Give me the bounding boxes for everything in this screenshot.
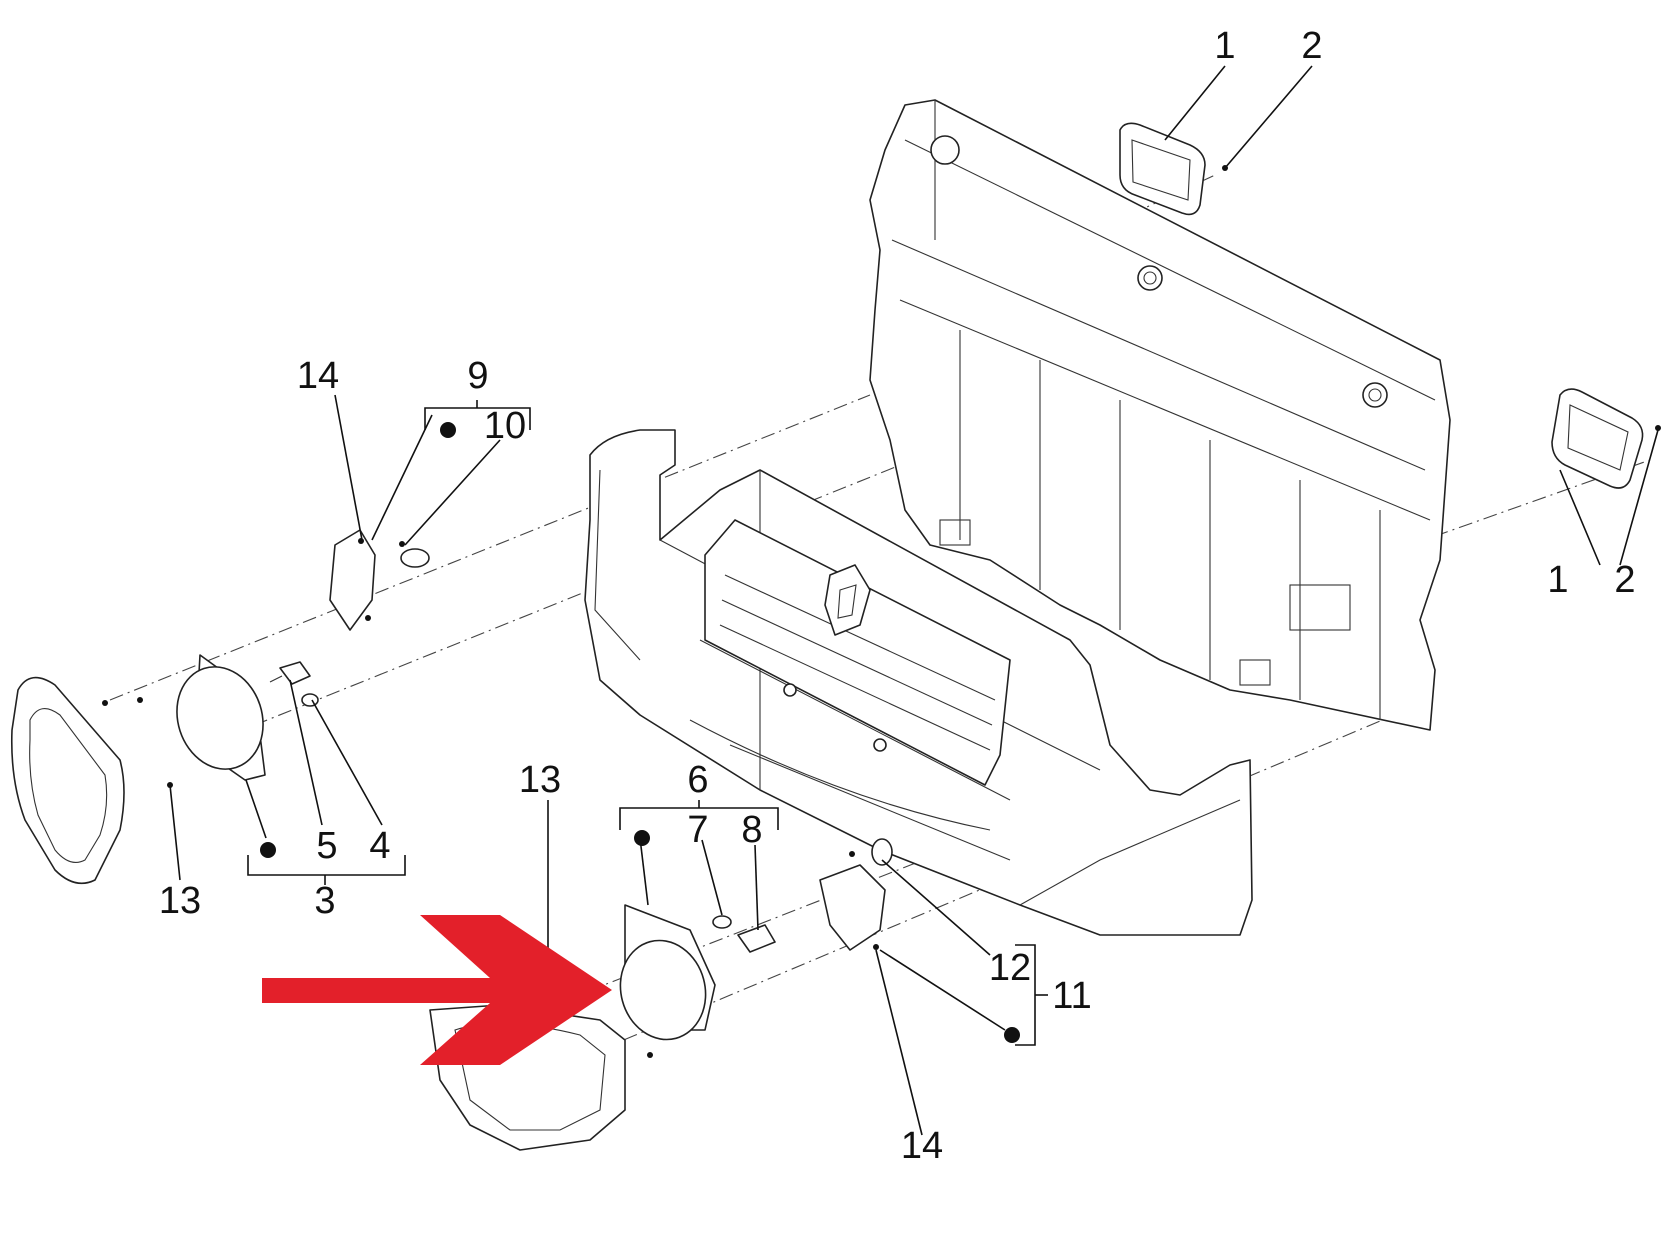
bulb-part-5 bbox=[269, 661, 311, 685]
callout-4: 4 bbox=[369, 825, 390, 867]
callout-12: 12 bbox=[989, 947, 1031, 989]
callout-3: 3 bbox=[314, 880, 335, 922]
left-headlamp-part-3 bbox=[102, 654, 266, 788]
highlight-arrow bbox=[262, 915, 612, 1065]
bulb-part-12 bbox=[871, 838, 893, 866]
callout-2-right: 2 bbox=[1614, 559, 1635, 601]
bulb-part-4 bbox=[301, 693, 319, 707]
callout-1-top: 1 bbox=[1214, 25, 1235, 67]
bulb-part-10 bbox=[399, 541, 430, 568]
callout-11: 11 bbox=[1052, 975, 1091, 1017]
grommet-part-1-top bbox=[1119, 122, 1228, 216]
callout-5: 5 bbox=[316, 825, 337, 867]
left-headlamp-bezel bbox=[10, 676, 125, 885]
bulb-part-7 bbox=[712, 915, 732, 929]
front-panel-frame bbox=[869, 99, 1451, 731]
callout-14-left: 14 bbox=[297, 355, 339, 397]
fog-lamp-part-6 bbox=[619, 904, 716, 1041]
callout-9: 9 bbox=[467, 355, 488, 397]
callout-13-right: 13 bbox=[519, 759, 561, 801]
side-marker-lamp-part-9 bbox=[329, 529, 376, 631]
grommet-part-1-right bbox=[1551, 388, 1661, 489]
callout-6: 6 bbox=[687, 759, 708, 801]
callout-1-right: 1 bbox=[1547, 559, 1568, 601]
callout-7: 7 bbox=[687, 809, 708, 851]
callout-13-left: 13 bbox=[159, 880, 201, 922]
leader-lines bbox=[169, 65, 1659, 1136]
grouping-brackets bbox=[247, 400, 1048, 1046]
callout-14-right: 14 bbox=[901, 1125, 943, 1167]
radiator-grille bbox=[704, 519, 1011, 786]
callout-10: 10 bbox=[484, 405, 526, 447]
side-marker-lamp-part-11 bbox=[819, 851, 886, 951]
callout-labels: 1 2 1 2 14 9 10 5 4 3 13 13 6 7 8 12 11 … bbox=[159, 25, 1636, 1167]
callout-8: 8 bbox=[741, 809, 762, 851]
bulb-part-8 bbox=[737, 924, 776, 953]
callout-2-top: 2 bbox=[1301, 25, 1322, 67]
